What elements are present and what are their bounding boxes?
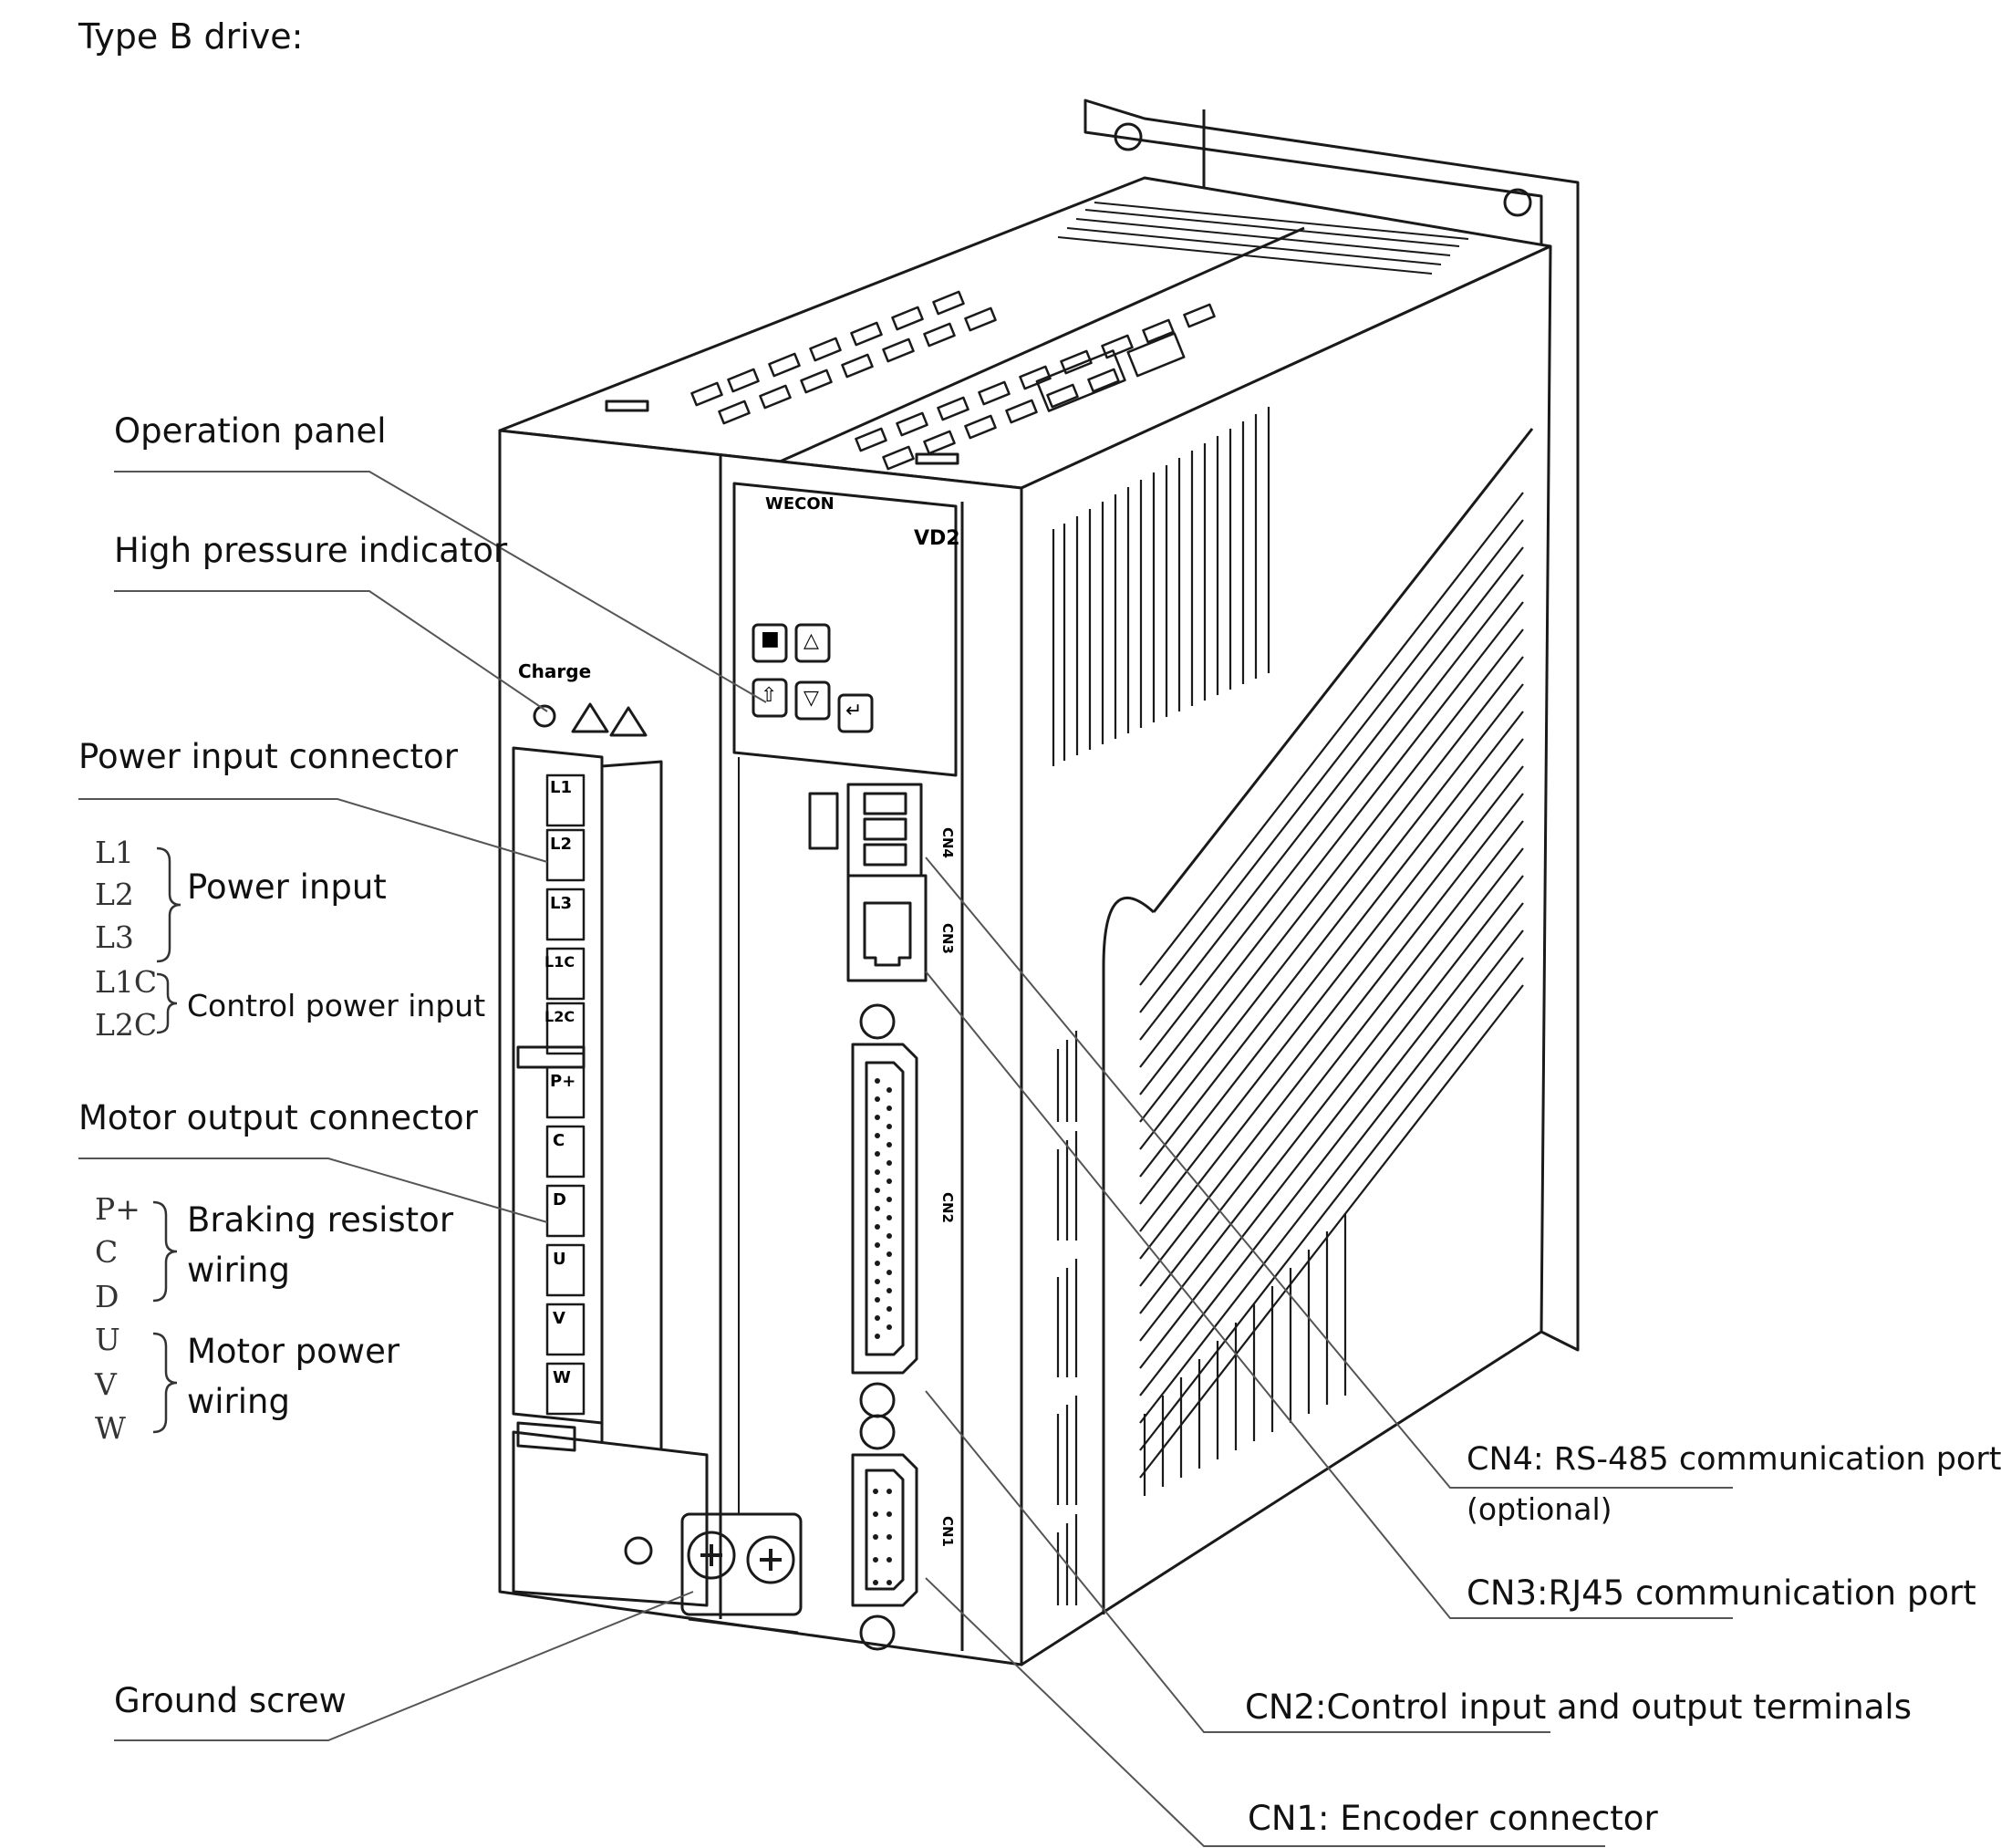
label-cn2: CN2:Control input and output terminals — [1245, 1687, 1912, 1727]
cn2-port — [851, 1003, 918, 1418]
terminal-w: W — [553, 1368, 571, 1387]
servo-drive-illustration — [78, 99, 1733, 1847]
label-braking-wiring: wiring — [187, 1251, 290, 1290]
model-label: VD2 — [914, 527, 960, 550]
label-braking-resistor: Braking resistor — [187, 1200, 454, 1240]
cn2-label: CN2 — [939, 1192, 956, 1223]
terminal-l3: L3 — [550, 894, 572, 913]
brand-label: WECON — [765, 494, 835, 514]
down-key-icon: ▽ — [804, 687, 819, 710]
drive-diagram: Type B drive: — [78, 16, 2001, 1847]
leader-lines — [78, 471, 1733, 1847]
label-operation-panel: Operation panel — [114, 411, 387, 451]
label-motor-power: Motor power — [187, 1332, 400, 1371]
label-ground-screw: Ground screw — [114, 1681, 347, 1720]
label-motor-output-connector: Motor output connector — [78, 1098, 478, 1137]
term-l3: L3 — [95, 919, 134, 955]
label-power-input: Power input — [187, 867, 387, 907]
shift-key-icon: ⇧ — [761, 684, 778, 707]
label-motor-wiring: wiring — [187, 1382, 290, 1421]
cn4-label: CN4 — [939, 827, 956, 858]
ground-screws — [624, 1512, 803, 1635]
term-v: V — [95, 1366, 117, 1402]
terminal-block — [512, 746, 709, 1607]
cn4-port — [808, 783, 923, 877]
operation-panel — [732, 482, 958, 777]
charge-label: Charge — [518, 660, 592, 682]
cn1-port — [851, 1414, 918, 1651]
mounting-plate — [1083, 99, 1580, 1352]
terminal-l1c: L1C — [544, 953, 575, 971]
terminal-v: V — [553, 1309, 565, 1328]
label-cn4: CN4: RS-485 communication port — [1467, 1441, 2001, 1478]
cn3-label: CN3 — [939, 923, 956, 954]
top-face — [498, 176, 1552, 490]
label-cn3: CN3:RJ45 communication port — [1467, 1573, 1976, 1613]
terminal-l2c: L2C — [544, 1008, 575, 1025]
up-key-icon: △ — [804, 629, 819, 652]
enter-key-icon: ↵ — [845, 700, 863, 722]
terminal-l2: L2 — [550, 835, 572, 854]
terminal-c: C — [553, 1131, 565, 1150]
term-p-plus: P+ — [95, 1191, 140, 1227]
terminal-p-plus: P+ — [550, 1072, 576, 1091]
term-l2: L2 — [95, 877, 134, 912]
label-cn4-optional: (optional) — [1467, 1491, 1612, 1527]
term-l1c: L1C — [95, 964, 158, 1000]
cn3-port — [846, 874, 928, 982]
term-c: C — [95, 1234, 119, 1270]
terminal-u: U — [553, 1250, 566, 1269]
charge-indicator — [533, 702, 648, 737]
label-control-power-input: Control power input — [187, 988, 486, 1023]
term-l2c: L2C — [95, 1007, 158, 1043]
term-l1: L1 — [95, 835, 134, 870]
term-w: W — [95, 1410, 126, 1446]
label-power-input-connector: Power input connector — [78, 737, 458, 776]
label-high-pressure-indicator: High pressure indicator — [114, 531, 508, 570]
term-d: D — [95, 1279, 119, 1314]
terminal-d: D — [553, 1190, 566, 1210]
label-cn1: CN1: Encoder connector — [1248, 1799, 1658, 1838]
caption: Type B drive: — [78, 16, 304, 57]
terminal-l1: L1 — [550, 778, 572, 797]
stop-key-icon: ■ — [761, 628, 780, 650]
term-u: U — [95, 1322, 120, 1357]
cn1-label: CN1 — [939, 1516, 956, 1547]
braces — [152, 846, 181, 1434]
